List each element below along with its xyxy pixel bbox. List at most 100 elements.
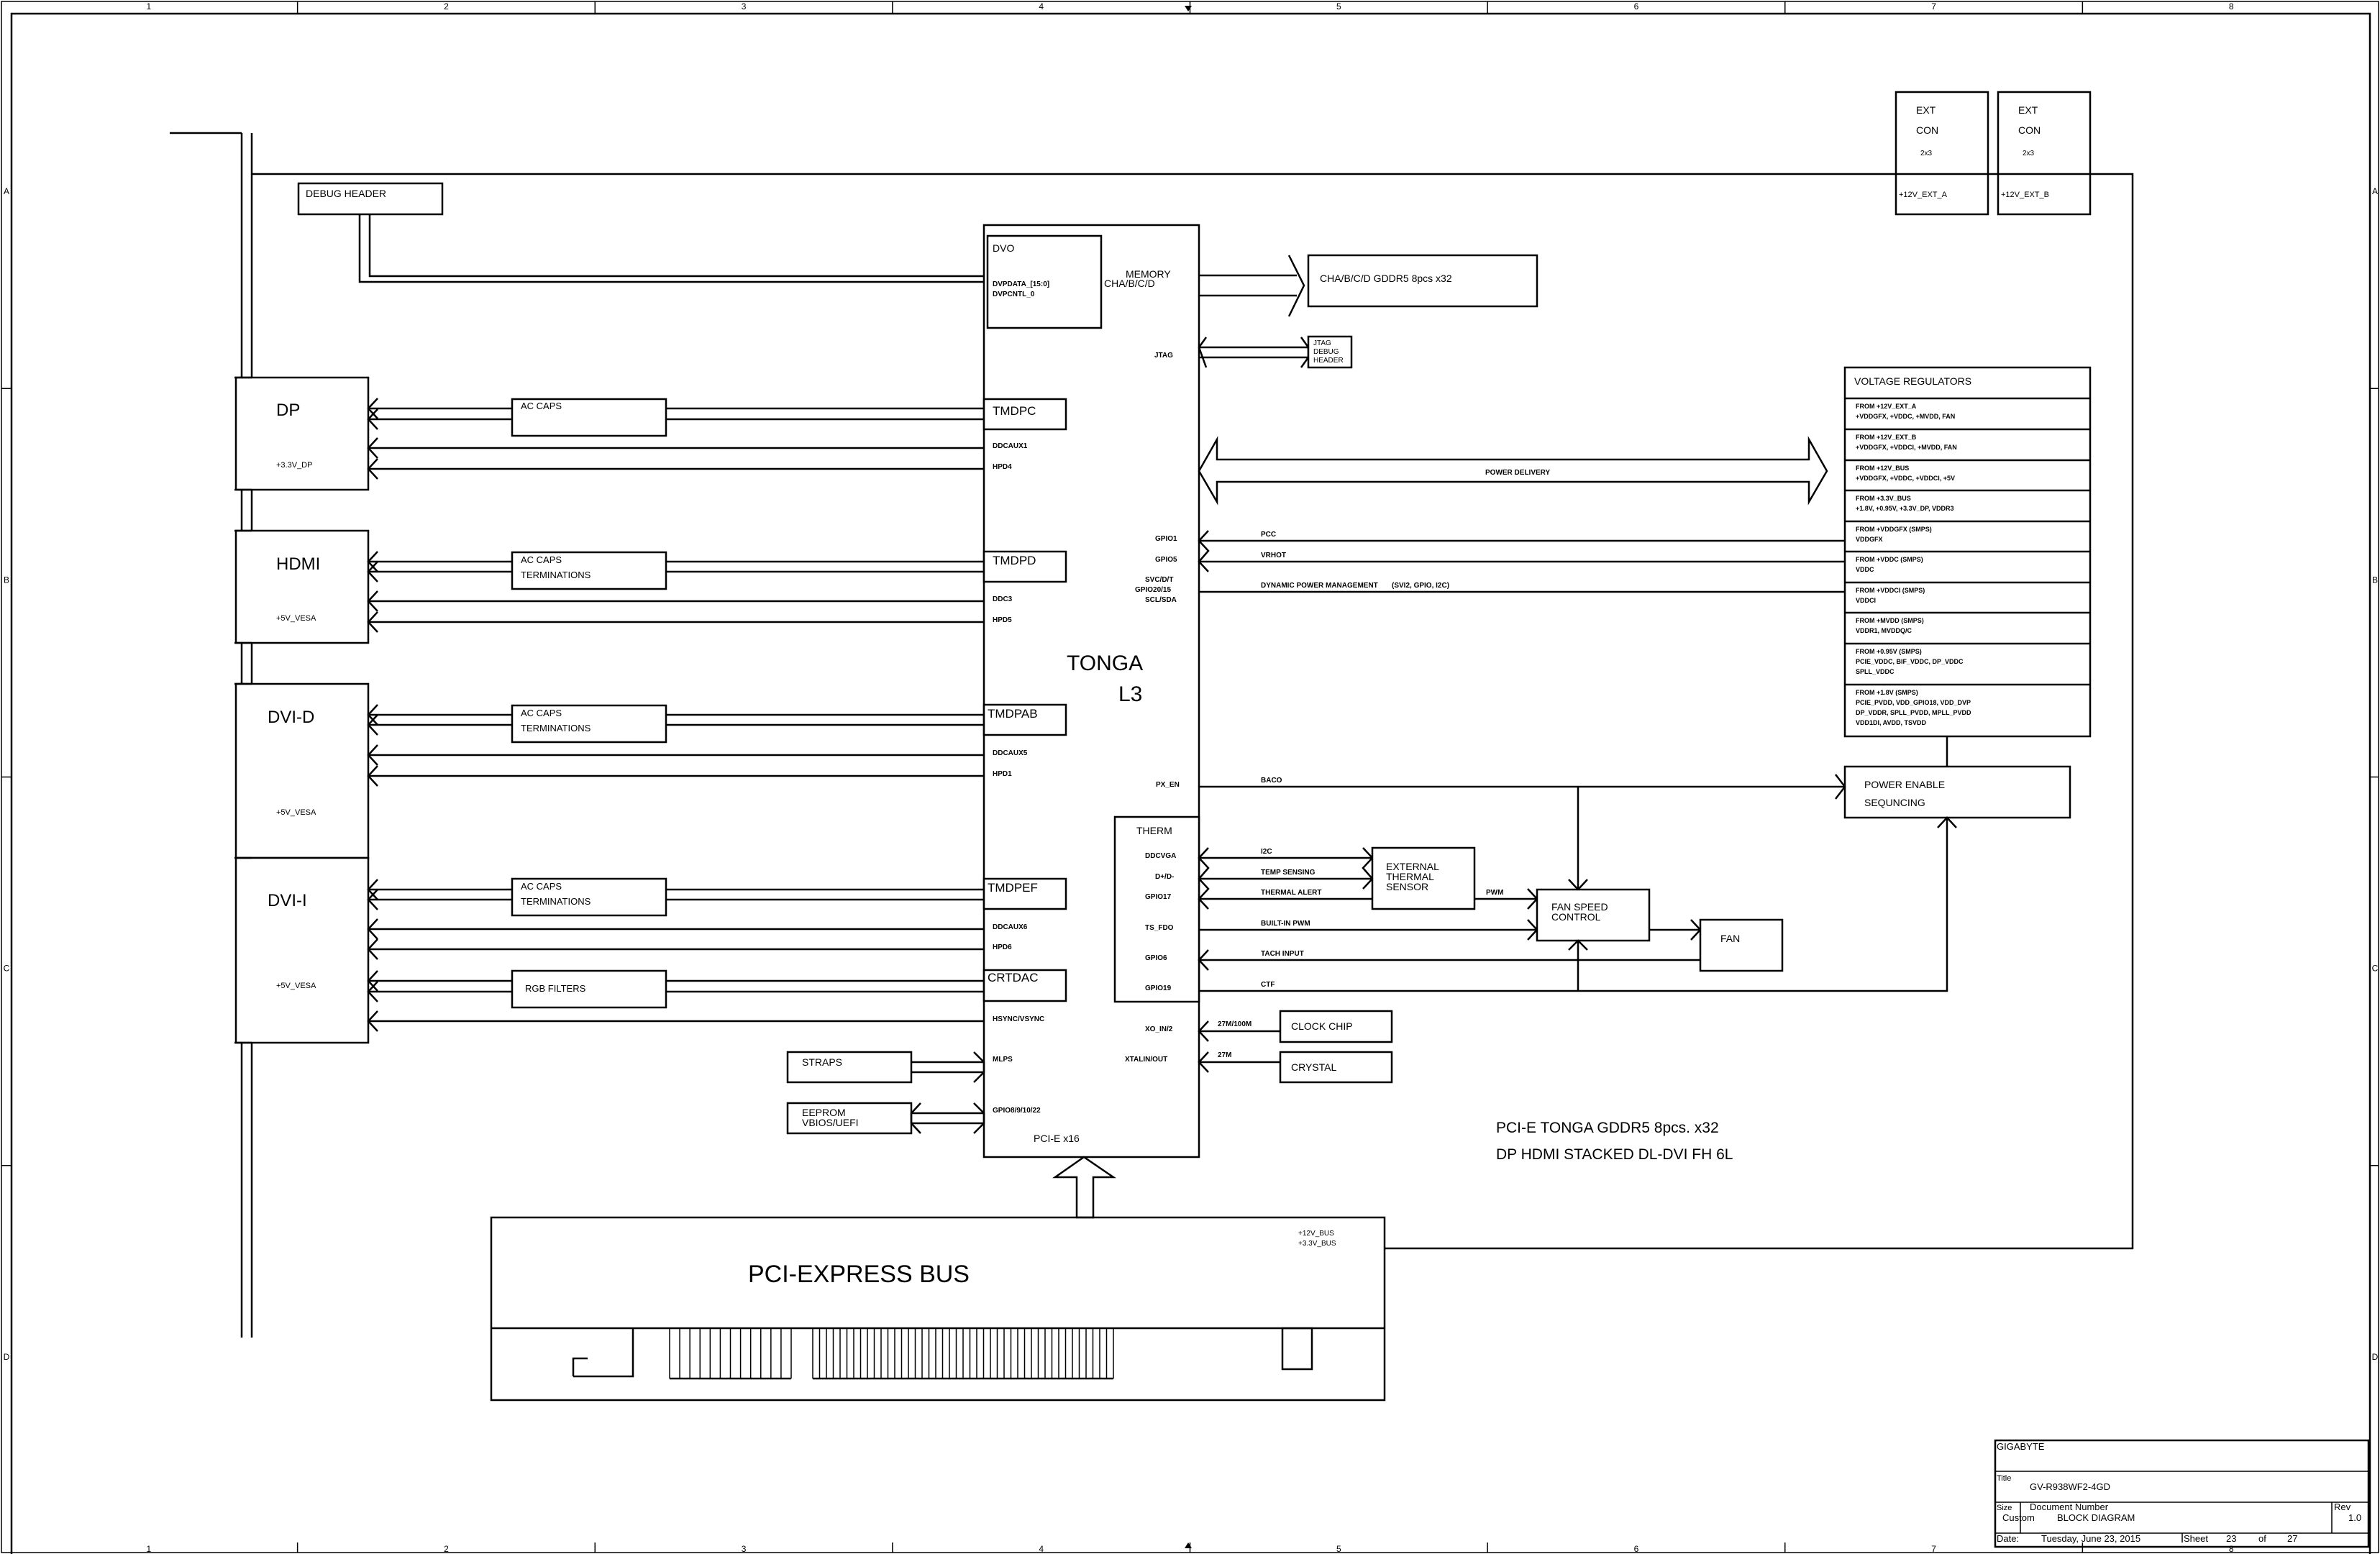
svg-text:CRYSTAL: CRYSTAL — [1291, 1061, 1336, 1073]
svg-text:TEMP SENSING: TEMP SENSING — [1261, 869, 1316, 877]
column-marker: 2 — [444, 1544, 449, 1554]
dvo-wire — [368, 214, 984, 278]
vr-row-text: FROM +12V_EXT_A — [1856, 403, 1917, 410]
row-marker: C — [4, 964, 10, 974]
svg-text:(SVI2, GPIO, I2C): (SVI2, GPIO, I2C) — [1392, 582, 1449, 590]
svg-text:CON: CON — [1916, 124, 1938, 136]
external-thermal-sensor-block: EXTERNAL THERMAL SENSOR — [1371, 846, 1476, 910]
pin-label: DDCAUX5 — [993, 749, 1028, 757]
board-title: GV-R938WF2-4GD — [2030, 1481, 2110, 1492]
baco-line: BACO — [1199, 774, 1846, 800]
svg-text:Custom: Custom — [2002, 1512, 2035, 1523]
vr-signals: PCC VRHOT DYNAMIC POWER MANAGEMENT (SVI2… — [1198, 530, 1845, 593]
tmdpc-block: TMDPC — [982, 398, 1067, 431]
pin-label: JTAG — [1154, 352, 1173, 360]
vr-row-text: +VDDGFX, +VDDC, +VDDCI, +5V — [1856, 475, 1955, 482]
vr-row-text: VDDGFX — [1856, 536, 1883, 543]
connector-dp: DP +3.3V_DP — [234, 376, 370, 491]
svg-text:TERMINATIONS: TERMINATIONS — [521, 896, 591, 907]
arrow-head — [367, 408, 378, 430]
svg-text:AC CAPS: AC CAPS — [521, 401, 562, 411]
arrow-head — [1198, 1051, 1209, 1073]
svg-text:SENSOR: SENSOR — [1386, 881, 1428, 892]
therm-title: THERM — [1136, 825, 1172, 836]
vr-row-text: FROM +VDDGFX (SMPS) — [1856, 526, 1932, 533]
therm-block — [1113, 815, 1200, 1003]
debug-header-label: DEBUG HEADER — [306, 188, 386, 199]
dvo-wire — [358, 214, 984, 283]
svg-text:THERMAL ALERT: THERMAL ALERT — [1261, 889, 1321, 897]
arrow-head — [367, 918, 378, 940]
arrow-head — [367, 590, 378, 612]
svg-text:VBIOS/UEFI: VBIOS/UEFI — [802, 1117, 859, 1128]
svg-text:I2C: I2C — [1261, 848, 1272, 856]
column-marker: 1 — [146, 1544, 151, 1554]
vr-row-text: FROM +VDDCI (SMPS) — [1856, 587, 1925, 594]
vr-row-text: FROM +12V_EXT_B — [1856, 434, 1917, 441]
arrow-head — [367, 561, 378, 582]
row-marker: B — [4, 575, 9, 585]
power-enable-block: POWER ENABLE SEQUNCING — [1843, 765, 2071, 819]
crtdac-block: CRTDAC — [982, 969, 1067, 1002]
svg-text:VRHOT: VRHOT — [1261, 552, 1286, 559]
arrow-head — [367, 437, 378, 459]
svg-text:CLOCK CHIP: CLOCK CHIP — [1291, 1020, 1353, 1032]
svg-text:+3.3V_BUS: +3.3V_BUS — [1298, 1240, 1336, 1248]
arrow-head — [367, 970, 378, 992]
svg-text:PCC: PCC — [1261, 531, 1276, 539]
row-marker: D — [2372, 1352, 2379, 1362]
pin-label: DDCAUX6 — [993, 923, 1028, 931]
vr-row-text: FROM +3.3V_BUS — [1856, 495, 1911, 502]
center-marker-icon — [1185, 6, 1192, 12]
pin-label: XO_IN/2 — [1145, 1025, 1173, 1033]
arrow-head — [367, 879, 378, 900]
svg-text:EXTERNAL: EXTERNAL — [1386, 861, 1439, 872]
board-outline — [252, 173, 2134, 1250]
pin-label: DVPDATA_[15:0] — [993, 280, 1049, 288]
arrow-head — [367, 611, 378, 633]
sheet-number: 23 — [2226, 1533, 2236, 1544]
gpu-bus-label: PCI-E x16 — [1034, 1133, 1080, 1144]
pin-label: DDC3 — [993, 595, 1013, 603]
vr-row-text: +1.8V, +0.95V, +3.3V_DP, VDDR3 — [1856, 505, 1954, 512]
svg-text:Sheet: Sheet — [2184, 1533, 2208, 1544]
eeprom-block: EEPROM VBIOS/UEFI — [786, 1102, 913, 1135]
rail-ticks — [234, 376, 252, 1044]
power-delivery-arrow: POWER DELIVERY — [1198, 436, 1828, 506]
debug-header-block: DEBUG HEADER — [297, 182, 444, 216]
gpu-name: TONGA — [1067, 652, 1143, 675]
arrow-head — [367, 744, 378, 766]
column-marker: 2 — [444, 1, 449, 12]
pin-label: PX_EN — [1156, 781, 1180, 789]
pin-label: GPIO6 — [1145, 954, 1167, 962]
column-marker: 7 — [1931, 1, 1936, 12]
column-marker: 4 — [1039, 1544, 1044, 1554]
svg-text:JTAG: JTAG — [1313, 339, 1331, 347]
svg-text:DVI-D: DVI-D — [268, 708, 314, 727]
tmdpd-block: TMDPD — [982, 550, 1067, 583]
ext-connector-b: EXT CON 2x3 +12V_EXT_B — [1997, 91, 2092, 216]
title-block: GIGABYTE Title GV-R938WF2-4GD Size Custo… — [1994, 1439, 2370, 1548]
fan-speed-control-block: FAN SPEED CONTROL — [1536, 888, 1651, 942]
svg-text:POWER DELIVERY: POWER DELIVERY — [1485, 469, 1551, 477]
clock-frequency-label: 27M/100M — [1218, 1020, 1251, 1028]
dvo-block — [986, 234, 1103, 329]
pin-label: SVC/D/T — [1145, 576, 1173, 584]
connector-dvi-d: DVI-D +5V_VESA — [234, 682, 370, 859]
svg-text:BACO: BACO — [1261, 777, 1282, 785]
svg-text:TMDPD: TMDPD — [993, 554, 1036, 567]
vr-row-text: DP_VDDR, SPLL_PVDD, MPLL_PVDD — [1856, 709, 1971, 716]
vr-row-text: FROM +0.95V (SMPS) — [1856, 648, 1922, 655]
vr-row-text: +VDDGFX, +VDDC, +MVDD, FAN — [1856, 413, 1955, 420]
svg-text:THERMAL: THERMAL — [1386, 871, 1434, 882]
svg-text:DEBUG: DEBUG — [1313, 348, 1339, 356]
filter-rgb: RGB FILTERS — [511, 969, 667, 1009]
jtag-debug-header-block: JTAG DEBUG HEADER — [1307, 335, 1353, 369]
vr-row-text: VDDR1, MVDDQ/C — [1856, 627, 1912, 634]
pin-label: DDCAUX1 — [993, 442, 1028, 450]
pin-label: HPD5 — [993, 616, 1012, 624]
svg-text:TACH INPUT: TACH INPUT — [1261, 950, 1304, 958]
svg-text:+5V_VESA: +5V_VESA — [276, 614, 316, 623]
